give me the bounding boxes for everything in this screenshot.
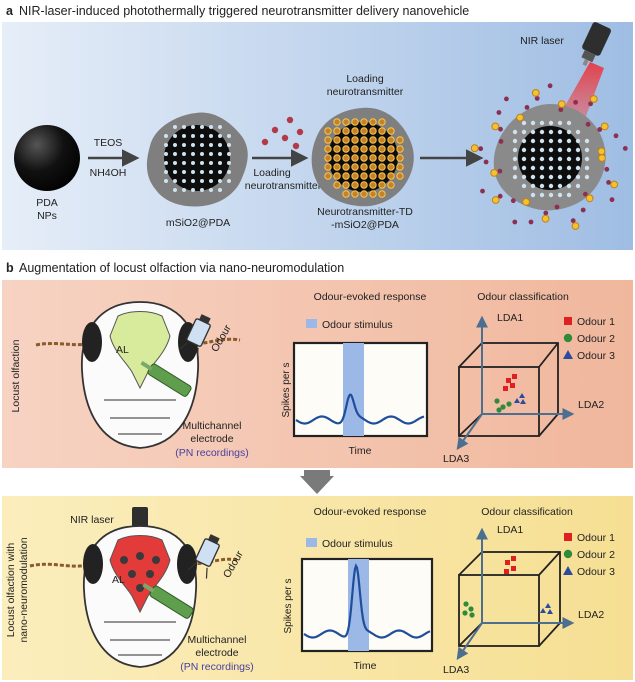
stimulus-legend-normal: Odour stimulus (322, 319, 393, 331)
legend-odour2-nano: Odour 2 (577, 549, 615, 561)
neurotransmitter-molecules (261, 116, 304, 150)
brain-nano (109, 535, 171, 614)
arrow1-top-label: TEOS (94, 137, 123, 149)
released-particle (470, 83, 628, 230)
lda3-normal: LDA3 (443, 453, 469, 465)
arrow2-label-2: neurotransmitter (245, 180, 322, 192)
panel-a-title: NIR-laser-induced photothermally trigger… (19, 4, 469, 18)
electrode-normal (140, 361, 192, 397)
loading-top-label-2: neurotransmitter (327, 86, 404, 98)
odour-vial-normal (178, 314, 211, 359)
pda-label-1: PDA (36, 197, 58, 209)
loaded-label-1: Neurotransmitter-TD (317, 206, 413, 218)
lda1-normal: LDA1 (497, 312, 523, 324)
stimulus-legend-swatch-nano (306, 538, 317, 547)
row-normal: Locust olfaction AL (10, 291, 615, 465)
stimulus-band-normal (343, 343, 364, 436)
xlabel-nano: Time (354, 660, 377, 672)
legend-odour2-normal: Odour 2 (577, 333, 615, 345)
loaded-particle (311, 107, 414, 207)
electrode-label-1-nano: Multichannel (188, 634, 247, 646)
lda-axes-normal (456, 315, 575, 450)
row-nano-side-label-2: nano-neuromodulation (18, 537, 30, 642)
spike-trace-normal (295, 393, 425, 425)
legend-swatch-odour2-nano (563, 549, 573, 559)
locust-head-nano: AL (29, 525, 239, 668)
lda3-nano: LDA3 (443, 664, 469, 676)
electrode-label-1-normal: Multichannel (183, 420, 242, 432)
left-antenna (35, 338, 101, 347)
lda2-nano: LDA2 (578, 609, 604, 621)
lda2-normal: LDA2 (578, 399, 604, 411)
electrode-label-2-nano: electrode (195, 647, 238, 659)
msio2-label: mSiO2@PDA (166, 217, 230, 229)
panel-b-title: Augmentation of locust olfaction via nan… (19, 261, 344, 275)
legend-odour1-nano: Odour 1 (577, 532, 615, 544)
cluster-nano (462, 556, 553, 618)
al-label-nano: AL (112, 574, 125, 586)
spike-trace-nano (303, 563, 431, 639)
pda-label-2: NPs (37, 210, 57, 222)
arrow1-bottom-label: NH4OH (90, 167, 127, 179)
msio2-pda-particle (146, 112, 248, 207)
pda-nanoparticle (14, 125, 80, 191)
left-eye (82, 322, 102, 362)
row-normal-side-label: Locust olfaction (10, 339, 22, 412)
row-transition-arrow-stem (304, 470, 330, 477)
legend-nano: Odour 1 Odour 2 Odour 3 (563, 532, 615, 578)
electrode-label-2-normal: electrode (190, 433, 233, 445)
nanoparticles-in-brain (120, 552, 160, 592)
legend-odour3-normal: Odour 3 (577, 350, 615, 362)
lda1-nano: LDA1 (497, 524, 523, 536)
legend-odour1-normal: Odour 1 (577, 316, 615, 328)
panel-b-letter: b (6, 261, 14, 275)
stimulus-legend-nano: Odour stimulus (322, 538, 393, 550)
legend-odour3-nano: Odour 3 (577, 566, 615, 578)
ylabel-nano: Spikes per s (283, 578, 294, 633)
nir-laser-label-a: NIR laser (520, 35, 564, 47)
ylabel-normal: Spikes per s (281, 362, 292, 417)
xlabel-normal: Time (349, 445, 372, 457)
legend-swatch-odour1-nano (564, 533, 572, 541)
legend-normal: Odour 1 Odour 2 Odour 3 (563, 316, 615, 362)
lda-cube-nano (458, 551, 561, 647)
left-eye-nano (83, 544, 103, 584)
legend-swatch-odour2-normal (563, 333, 573, 343)
row-nano-side-label-1: Locust olfaction with (5, 543, 17, 638)
panel-b: b Augmentation of locust olfaction via n… (2, 261, 633, 680)
locust-head-normal: AL (35, 301, 241, 449)
row-transition-arrow (300, 476, 334, 494)
response-title-normal: Odour-evoked response (314, 291, 427, 303)
loading-top-label-1: Loading (346, 73, 384, 85)
row-nano: Locust olfaction with nano-neuromodulati… (5, 506, 615, 676)
legend-swatch-odour3-normal (563, 350, 573, 359)
legend-swatch-odour1-normal (564, 317, 572, 325)
electrode-nano (142, 583, 194, 619)
brain (109, 311, 171, 390)
odour-vial-nano (187, 534, 220, 579)
cluster-normal (494, 374, 526, 413)
al-label-normal: AL (116, 344, 129, 356)
nir-laser-label-b: NIR laser (70, 514, 114, 526)
panel-a: a NIR-laser-induced photothermally trigg… (2, 4, 633, 250)
class-title-nano: Odour classification (481, 506, 573, 518)
class-title-normal: Odour classification (477, 291, 569, 303)
pn-label-nano: (PN recordings) (180, 661, 254, 673)
stimulus-legend-swatch-normal (306, 319, 317, 328)
pn-label-normal: (PN recordings) (175, 447, 249, 459)
right-antenna (179, 337, 241, 346)
arrow2-label-1: Loading (253, 167, 291, 179)
legend-swatch-odour3-nano (563, 566, 573, 575)
loaded-label-2: -mSiO2@PDA (331, 219, 399, 231)
panel-a-letter: a (6, 4, 14, 18)
response-title-nano: Odour-evoked response (314, 506, 427, 518)
right-eye-nano (177, 544, 197, 584)
lda-axes-nano (456, 527, 575, 660)
